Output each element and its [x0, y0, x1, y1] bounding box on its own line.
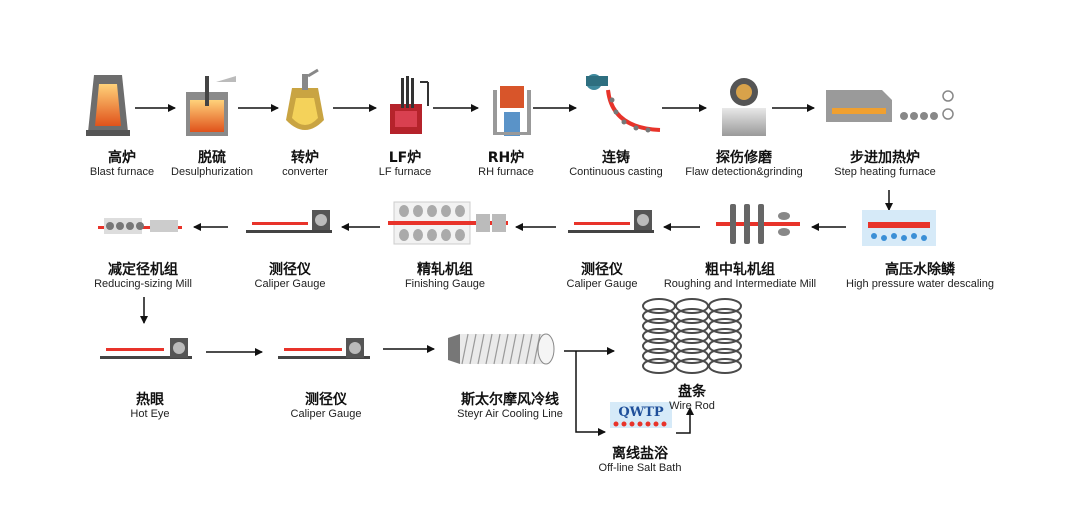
step-reducing-sizing-mill: 减定径机组 Reducing-sizing Mill: [94, 262, 192, 290]
blast-furnace-icon: [86, 75, 130, 136]
step-air-cooling-line: 斯太尔摩风冷线 Steyr Air Cooling Line: [457, 392, 563, 420]
step-wire-rod: 盘条 Wire Rod: [669, 384, 715, 412]
step-water-descaling: 高压水除鳞 High pressure water descaling: [846, 262, 994, 290]
salt-bath-tank-text: QWTP: [618, 405, 664, 420]
step-desulphurization: 脱硫 Desulphurization: [171, 150, 253, 178]
rh-furnace-icon: [493, 86, 531, 136]
water-descaling-icon: [862, 210, 936, 246]
step-converter: 转炉 converter: [282, 150, 328, 178]
step-caliper-gauge-3: 测径仪 Caliper Gauge: [290, 392, 362, 420]
desulphurization-icon: [186, 76, 236, 136]
wire-rod-coil-icon: [642, 298, 742, 374]
step-continuous-casting: 连铸 Continuous casting: [569, 150, 663, 178]
roughing-mill-icon: [716, 204, 800, 244]
converter-icon: [286, 68, 324, 130]
caliper-gauge-icon: [278, 338, 370, 359]
lf-furnace-icon: [390, 76, 429, 134]
continuous-casting-icon: [586, 74, 661, 133]
step-roughing-mill: 粗中轧机组 Roughing and Intermediate Mill: [663, 262, 817, 290]
step-finishing-mill: 精轧机组 Finishing Gauge: [404, 262, 486, 290]
step-step-heating-furnace: 步进加热炉 Step heating furnace: [834, 150, 936, 178]
finishing-mill-icon: [388, 201, 508, 245]
flaw-detection-icon: [722, 78, 766, 136]
step-caliper-gauge-1: 测径仪 Caliper Gauge: [566, 262, 638, 290]
caliper-gauge-icon: [568, 210, 654, 233]
hot-eye-icon: [100, 338, 192, 359]
step-caliper-gauge-2: 测径仪 Caliper Gauge: [254, 262, 326, 290]
arrow: [676, 407, 694, 434]
step-lf-furnace: LF炉 LF furnace: [378, 150, 432, 178]
step-heating-furnace-icon: [826, 90, 954, 122]
step-flaw-detection: 探伤修磨 Flaw detection&grinding: [685, 150, 803, 178]
step-blast-furnace: 高炉 Blast furnace: [89, 150, 155, 178]
salt-bath-icon: QWTP: [610, 402, 672, 428]
step-salt-bath: 离线盐浴 Off-line Salt Bath: [598, 446, 682, 474]
arrow: [575, 351, 606, 436]
step-hot-eye: 热眼 Hot Eye: [130, 392, 170, 420]
caliper-gauge-icon: [246, 210, 332, 233]
reducing-sizing-mill-icon: [98, 218, 182, 234]
step-rh-furnace: RH炉 RH furnace: [478, 150, 534, 178]
air-cooling-line-icon: [448, 333, 555, 365]
